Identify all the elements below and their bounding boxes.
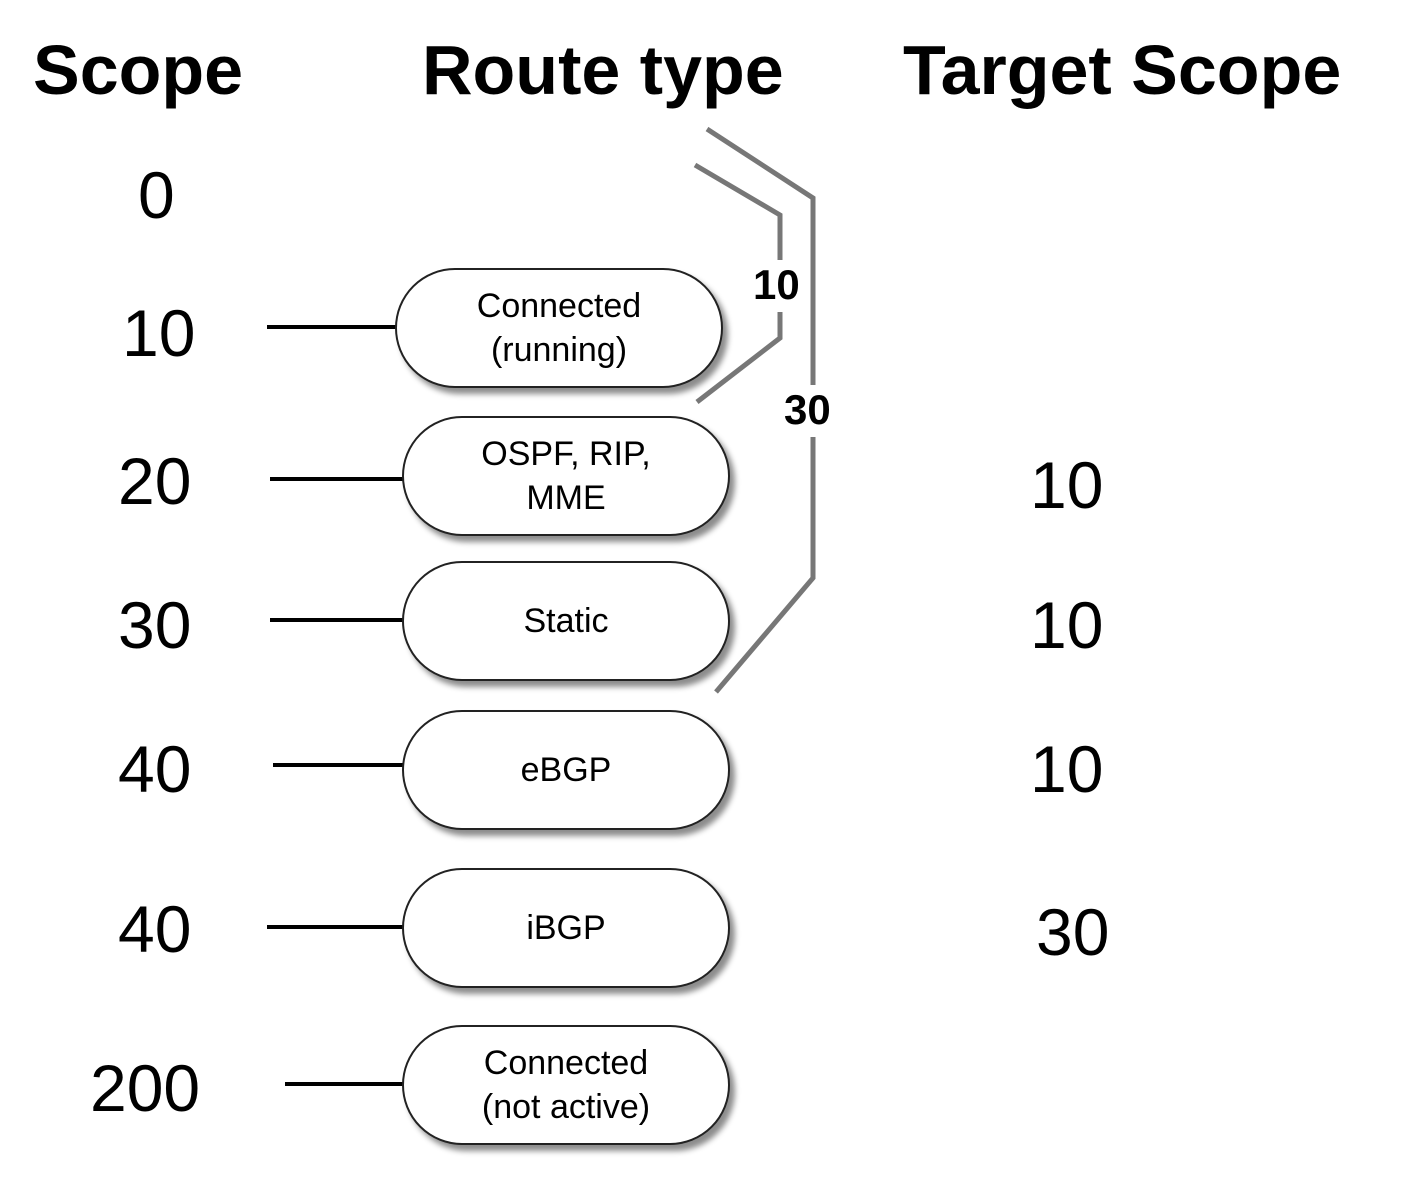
- route-box-ospf-rip-mme: OSPF, RIP, MME: [402, 416, 730, 536]
- scope-value-10: 10: [122, 296, 196, 370]
- connector-line: [267, 925, 404, 929]
- connector-line: [270, 618, 404, 622]
- connector-line: [285, 1082, 404, 1086]
- route-box-ibgp: iBGP: [402, 868, 730, 988]
- inner-bracket-label: 10: [753, 261, 800, 308]
- route-type-header: Route type: [422, 31, 784, 109]
- route-box-static: Static: [402, 561, 730, 681]
- scope-value-40-ibgp: 40: [118, 892, 192, 966]
- connector-line: [267, 325, 397, 329]
- scope-value-200: 200: [90, 1051, 201, 1125]
- route-label: eBGP: [520, 751, 612, 789]
- route-box-connected-not-active: Connected (not active): [402, 1025, 730, 1145]
- route-box-ebgp: eBGP: [402, 710, 730, 830]
- scope-value-0: 0: [138, 158, 175, 232]
- target-value-ebgp: 10: [1030, 732, 1104, 806]
- target-value-static: 10: [1030, 588, 1104, 662]
- target-scope-header: Target Scope: [903, 31, 1342, 109]
- scope-value-20: 20: [118, 444, 192, 518]
- route-box-connected-running: Connected (running): [395, 268, 723, 388]
- scope-value-40-ebgp: 40: [118, 732, 192, 806]
- route-label: Static: [523, 602, 609, 640]
- connector-line: [270, 477, 404, 481]
- inner-bracket-top: [693, 162, 783, 260]
- route-label: Connected (not active): [481, 1044, 651, 1126]
- outer-bracket-bottom: [714, 437, 816, 694]
- connector-line: [273, 763, 404, 767]
- outer-bracket-top: [705, 126, 816, 385]
- scope-header: Scope: [33, 31, 244, 109]
- route-label: OSPF, RIP, MME: [481, 435, 651, 517]
- outer-bracket-label: 30: [784, 386, 831, 433]
- route-label: Connected (running): [476, 287, 642, 369]
- scope-value-30: 30: [118, 588, 192, 662]
- route-label: iBGP: [526, 909, 606, 947]
- target-value-ospf: 10: [1030, 448, 1104, 522]
- target-value-ibgp: 30: [1036, 895, 1110, 969]
- inner-bracket-bottom: [695, 312, 783, 404]
